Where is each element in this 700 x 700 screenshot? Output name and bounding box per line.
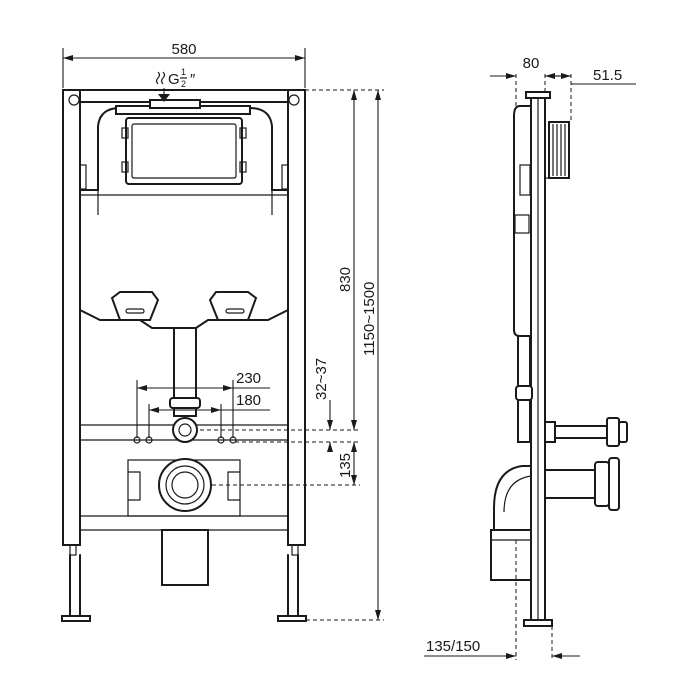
dim-135-150: 135/150 xyxy=(424,638,580,659)
dim-830: 830 xyxy=(337,90,357,430)
inlet-mark: ″ xyxy=(190,71,196,88)
dim-230: 230 xyxy=(136,370,270,438)
dim-80: 80 xyxy=(490,55,560,79)
frame-outline xyxy=(62,89,306,556)
inlet-label: G 1 2 ″ xyxy=(155,67,196,102)
drain-outlet xyxy=(127,458,241,586)
flush-pipe xyxy=(169,327,201,443)
inlet-letter: G xyxy=(168,71,180,88)
frame-legs xyxy=(61,554,307,622)
flush-opening xyxy=(121,117,247,185)
tank-brackets xyxy=(110,291,258,321)
dim-1150-1500-label: 1150~1500 xyxy=(361,282,378,356)
dim-230-label: 230 xyxy=(236,370,261,387)
side-cistern xyxy=(513,105,533,443)
dim-135-label: 135 xyxy=(337,453,354,478)
side-drain-bend xyxy=(490,465,532,581)
front-view: G 1 2 ″ 580 230 xyxy=(61,41,384,622)
dim-80-label: 80 xyxy=(523,55,540,72)
dim-51-5: 51.5 xyxy=(556,67,636,85)
flush-plate-stack xyxy=(545,121,570,179)
inlet-denominator: 2 xyxy=(181,79,186,89)
side-inlet-pipe xyxy=(544,417,628,447)
dim-580: 580 xyxy=(62,41,306,88)
dim-135: 135 xyxy=(337,442,357,485)
inlet-numerator: 1 xyxy=(181,67,186,77)
dim-180-label: 180 xyxy=(236,392,261,409)
side-view: 80 51.5 135/150 xyxy=(424,55,636,660)
dim-32-37: 32~37 xyxy=(313,358,333,452)
dim-830-label: 830 xyxy=(337,267,354,292)
dim-51-5-label: 51.5 xyxy=(593,67,622,84)
dim-32-37-label: 32~37 xyxy=(313,358,330,400)
dim-180: 180 xyxy=(148,392,270,438)
dim-135-150-label: 135/150 xyxy=(426,638,480,655)
side-drain-pipe xyxy=(544,457,620,511)
dim-1150-1500: 1150~1500 xyxy=(361,90,381,620)
dim-580-label: 580 xyxy=(171,41,196,58)
